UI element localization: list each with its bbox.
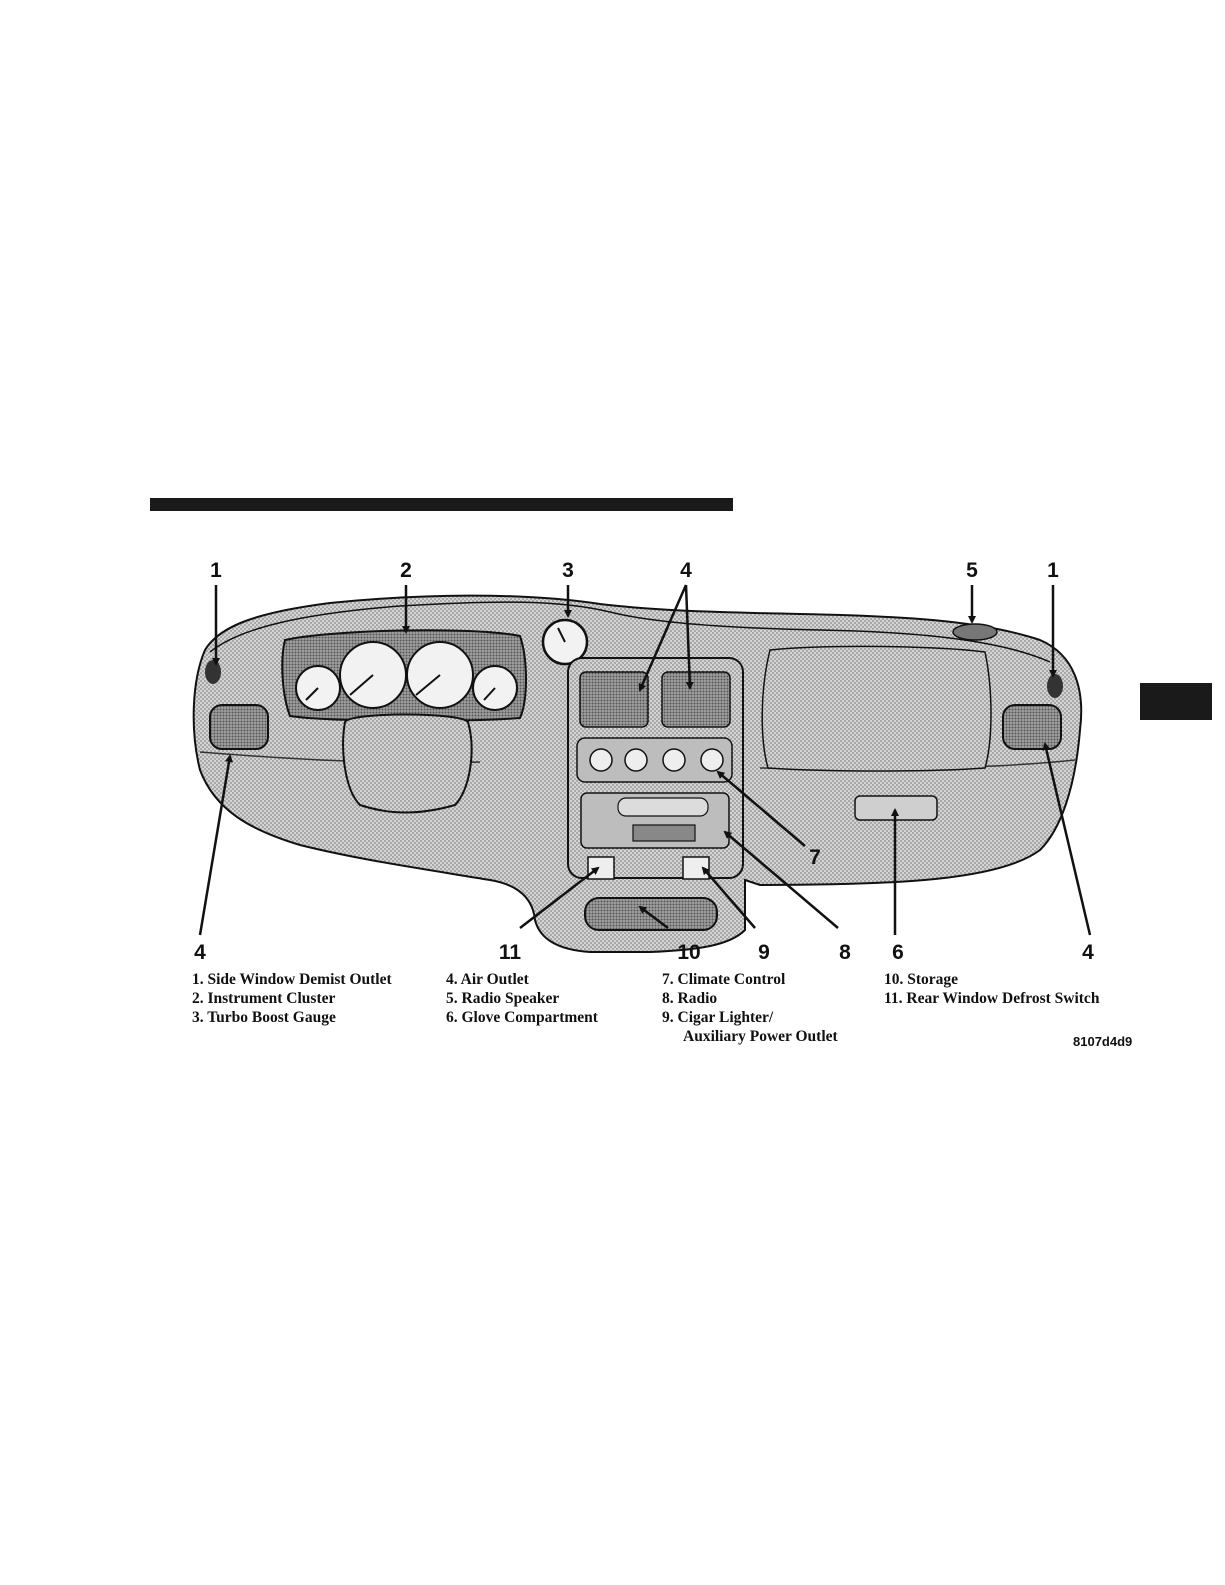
instrument-cluster bbox=[282, 630, 526, 721]
callout-5: 5 bbox=[966, 560, 978, 581]
callout-11: 11 bbox=[499, 942, 521, 963]
legend-item: 9. Cigar Lighter/ bbox=[662, 1008, 838, 1027]
legend-item: 3. Turbo Boost Gauge bbox=[192, 1008, 392, 1027]
callout-7: 7 bbox=[809, 847, 821, 868]
callout-6: 6 bbox=[892, 942, 904, 963]
callout-8: 8 bbox=[839, 942, 851, 963]
callout-1-left: 1 bbox=[210, 560, 222, 581]
steering-hub bbox=[343, 715, 471, 813]
legend-item: 7. Climate Control bbox=[662, 970, 838, 989]
callout-1-right: 1 bbox=[1047, 560, 1059, 581]
callout-3: 3 bbox=[562, 560, 574, 581]
legend-item: 10. Storage bbox=[884, 970, 1099, 989]
legend-item: 4. Air Outlet bbox=[446, 970, 598, 989]
legend-item: 11. Rear Window Defrost Switch bbox=[884, 989, 1099, 1008]
callout-4-top: 4 bbox=[680, 560, 692, 581]
callout-4-left: 4 bbox=[194, 942, 206, 963]
legend-column-1: 1. Side Window Demist Outlet 2. Instrume… bbox=[192, 970, 392, 1027]
callout-9: 9 bbox=[758, 942, 770, 963]
legend-item: Auxiliary Power Outlet bbox=[662, 1027, 838, 1046]
callout-4-right: 4 bbox=[1082, 942, 1094, 963]
legend-item: 2. Instrument Cluster bbox=[192, 989, 392, 1008]
legend-item: 1. Side Window Demist Outlet bbox=[192, 970, 392, 989]
callout-10: 10 bbox=[677, 942, 700, 963]
legend-item: 8. Radio bbox=[662, 989, 838, 1008]
legend-item: 5. Radio Speaker bbox=[446, 989, 598, 1008]
legend-column-2: 4. Air Outlet 5. Radio Speaker 6. Glove … bbox=[446, 970, 598, 1027]
legend-item: 6. Glove Compartment bbox=[446, 1008, 598, 1027]
figure-id: 8107d4d9 bbox=[1073, 1034, 1132, 1049]
legend-column-3: 7. Climate Control 8. Radio 9. Cigar Lig… bbox=[662, 970, 838, 1046]
callout-2: 2 bbox=[400, 560, 412, 581]
legend-column-4: 10. Storage 11. Rear Window Defrost Swit… bbox=[884, 970, 1099, 1008]
